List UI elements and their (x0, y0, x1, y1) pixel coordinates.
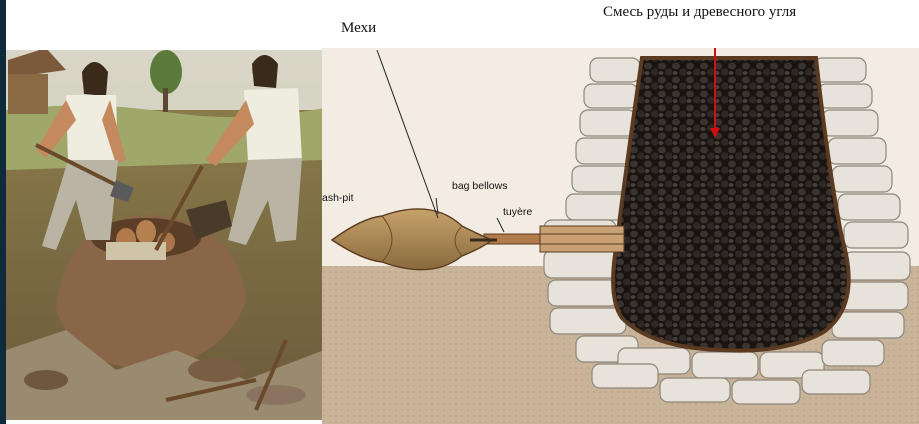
ash-pit-label: ash-pit (322, 192, 354, 204)
bag-bellows-label: bag bellows (452, 180, 507, 192)
furnace-cross-section-diagram (322, 48, 919, 424)
smelting-workers-illustration (6, 50, 324, 420)
tuyere-label: tuyère (503, 206, 532, 218)
ore-mix-caption: Смесь руды и древесного угля (603, 4, 796, 21)
ore-charcoal-charge (613, 58, 849, 351)
bellows-caption: Мехи (341, 20, 376, 37)
